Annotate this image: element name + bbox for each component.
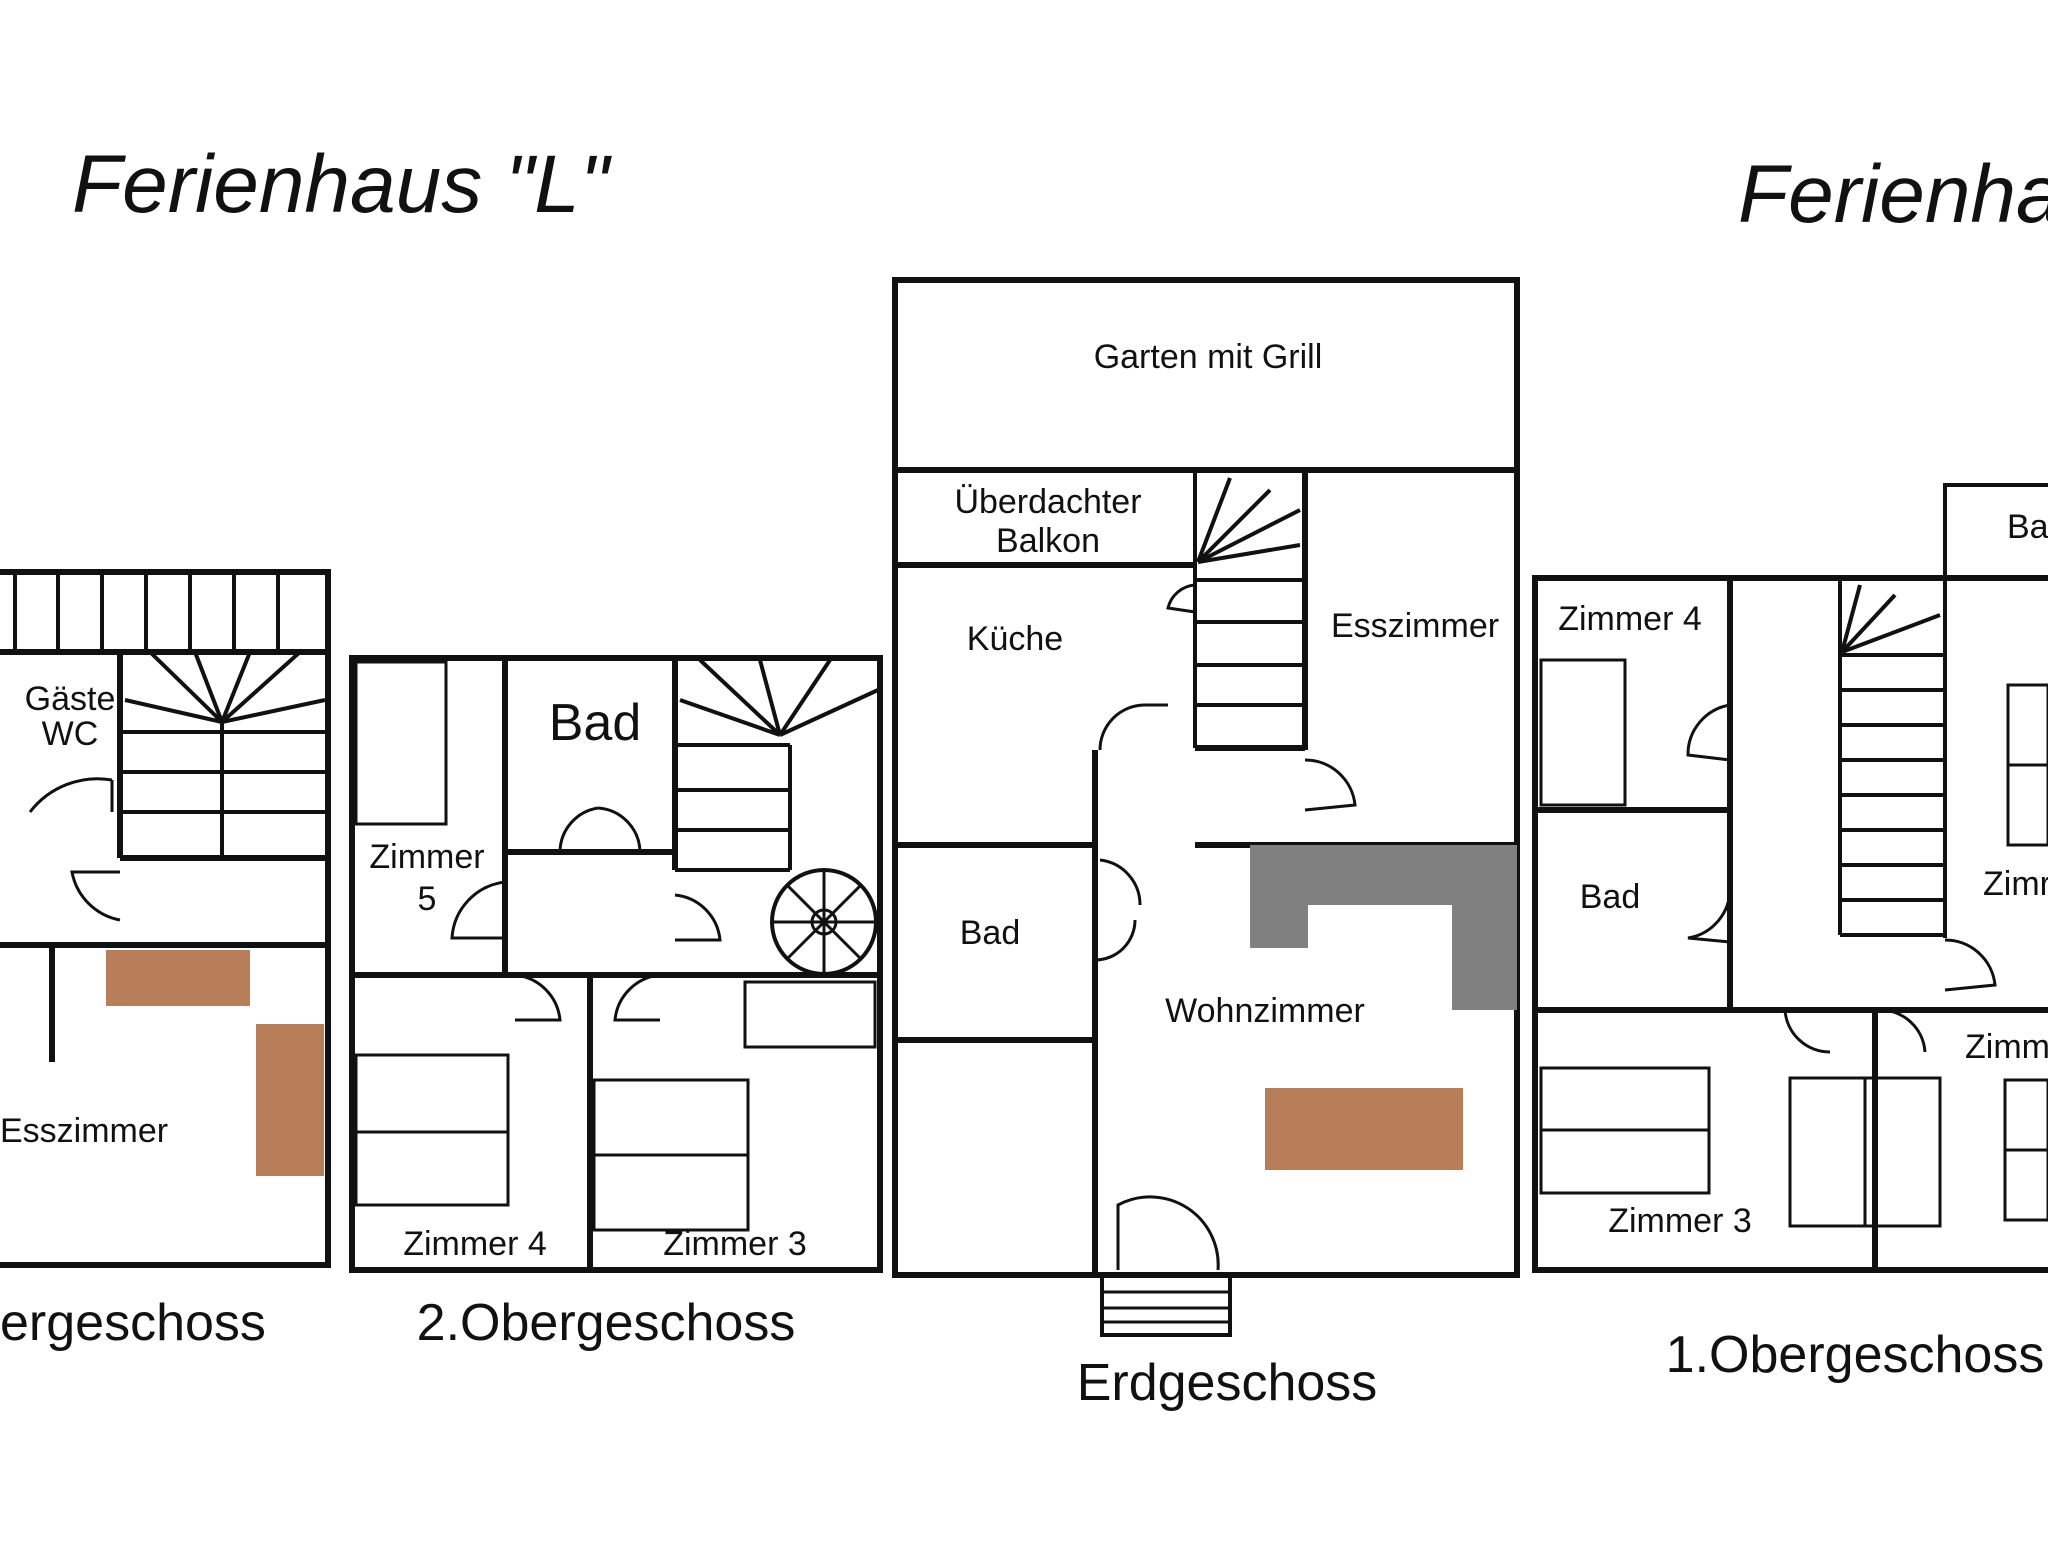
og1-bad-right [1943,483,2048,578]
room-label-wc: WC [42,715,99,753]
og2-stair-treads [675,658,879,870]
room-label-esszimmer-eg: Esszimmer [1331,607,1499,645]
room-label-bad-2og: Bad [549,694,642,752]
room-label-balkon-line1: Überdachter [954,483,1141,521]
room-label-zimmer5-line2: 5 [418,880,437,918]
floor-label-eg: Erdgeschoss [1077,1354,1378,1412]
room-label-zimmer3-1og: Zimmer 3 [1608,1202,1752,1240]
og2-door-arcs [450,806,722,1022]
left-stair-top [13,572,280,652]
room-label-esszimmer-left: Esszimmer [0,1112,168,1150]
og1-door-arcs [1686,703,1997,1054]
plan-erdgeschoss: Garten mit Grill Überdachter Balkon Küch… [892,277,1520,1412]
room-label-zimmer4-2og: Zimmer 4 [403,1225,547,1263]
title-right: Ferienha [1738,149,2048,240]
og1-bed-z4 [1539,658,1627,807]
room-label-kueche: Küche [967,620,1063,658]
room-label-bad-eg: Bad [960,914,1021,952]
room-label-zimm-right-upper: Zimr [1983,865,2048,903]
eg-door-arcs [1094,583,1357,1271]
left-table [106,950,250,1006]
left-wc-door [28,777,113,813]
og1-outer-walls [1532,575,2048,1273]
eg-table [1265,1088,1463,1170]
room-label-zimmer5-line1: Zimmer [369,838,484,876]
og2-outer-walls [349,655,883,1273]
plan-left-partial: Gäste WC Esszimmer ergeschoss [0,569,331,1352]
left-sideboard [256,1024,324,1176]
plan-1-obergeschoss: Zimmer 4 Bad Zimmer 3 Ba Zimr Zimm 1.Obe… [1532,483,2048,1384]
og1-stair-treads [1838,580,1945,937]
left-stair-treads [120,650,328,858]
room-label-ba-right: Ba [2007,508,2048,546]
eg-entrance-steps [1100,1273,1232,1337]
title-left: Ferienhaus "L" [72,139,613,230]
room-label-wohnzimmer: Wohnzimmer [1165,992,1365,1030]
room-label-gaeste: Gäste [25,680,116,718]
left-door-arc [70,870,121,922]
room-label-zimmer4-1og: Zimmer 4 [1558,600,1702,638]
floor-label-2og: 2.Obergeschoss [417,1294,796,1352]
floor-label-1og: 1.Obergeschoss [1666,1326,2045,1384]
room-label-balkon-line2: Balkon [996,522,1100,560]
eg-stair-treads [1193,477,1305,748]
eg-kitchen-block [1250,845,1517,1010]
floor-label-left: ergeschoss [0,1294,266,1352]
og2-bed-z5 [354,660,448,826]
room-label-zimmer3-2og: Zimmer 3 [663,1225,807,1263]
left-outer-walls [0,569,331,1268]
og2-spiral-stair [770,868,878,976]
room-label-garten: Garten mit Grill [1094,338,1323,376]
room-label-bad-1og: Bad [1580,878,1641,916]
room-label-zimm-right-lower: Zimm [1965,1028,2048,1066]
og2-bed-z3-small [743,980,877,1049]
og2-bed-z4 [354,1053,510,1207]
plan-2-obergeschoss: Bad Zimmer 5 Zimmer 4 Zimmer 3 2.Oberges… [349,655,883,1352]
